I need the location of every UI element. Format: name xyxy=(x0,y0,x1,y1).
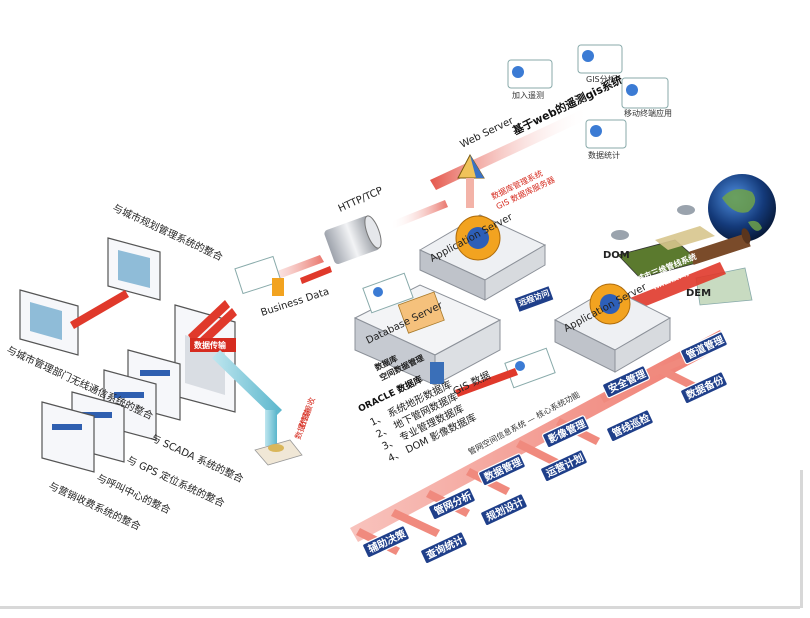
top-node-3[interactable]: 移动终端应用 xyxy=(621,77,672,118)
teal-pipe xyxy=(212,350,303,466)
page-border-bottom xyxy=(0,606,800,609)
app-server-top xyxy=(418,214,547,301)
left-panels xyxy=(19,237,236,473)
module-tag-9[interactable]: 规划设计 xyxy=(479,493,528,527)
module-tag-11[interactable]: 查询统计 xyxy=(419,531,468,565)
top-node-label: 加入遥测 xyxy=(512,90,544,100)
dem-label: DEM xyxy=(686,288,711,299)
pipe-3d xyxy=(689,228,751,265)
left-red-arrows xyxy=(70,290,237,345)
dom-label: DOM xyxy=(603,250,630,261)
db-card-bottom xyxy=(504,347,556,389)
globe-icon xyxy=(708,174,776,242)
gear-icon xyxy=(589,283,631,325)
top-node-2[interactable]: GIS分析 xyxy=(577,44,623,84)
red-note-right: 数据传输 数据接收 xyxy=(292,396,316,441)
top-node-label: GIS分析 xyxy=(586,74,616,84)
gear-icon xyxy=(455,215,501,261)
app-server-right xyxy=(553,283,672,373)
top-node-label: 移动终端应用 xyxy=(624,108,672,118)
remote-access-tag xyxy=(514,286,554,312)
module-tag-4[interactable]: 管线巡检 xyxy=(605,409,654,443)
module-tag-1[interactable]: 管道管理 xyxy=(679,331,728,365)
business-data-label: Business Data xyxy=(260,286,331,318)
antenna-icon xyxy=(611,205,695,240)
page-border-right xyxy=(800,470,803,608)
red-note-top: 数据库管理系统 GIS 数据库服务器 xyxy=(489,164,556,211)
business-data-card xyxy=(234,255,284,296)
http-tcp-label: HTTP/TCP xyxy=(337,185,385,214)
web-server-node xyxy=(457,153,485,208)
top-node-label: 数据统计 xyxy=(588,150,620,160)
left-red-tag: 数据传输 xyxy=(190,338,236,352)
svg-text:数据传输: 数据传输 xyxy=(194,340,227,350)
top-node-1[interactable]: 加入遥测 xyxy=(507,59,553,100)
red-arrow-db-right xyxy=(455,368,518,397)
module-tag-2[interactable]: 数据备份 xyxy=(679,371,728,405)
db-card-top xyxy=(362,272,414,314)
top-node-4[interactable]: 数据统计 xyxy=(585,119,627,160)
